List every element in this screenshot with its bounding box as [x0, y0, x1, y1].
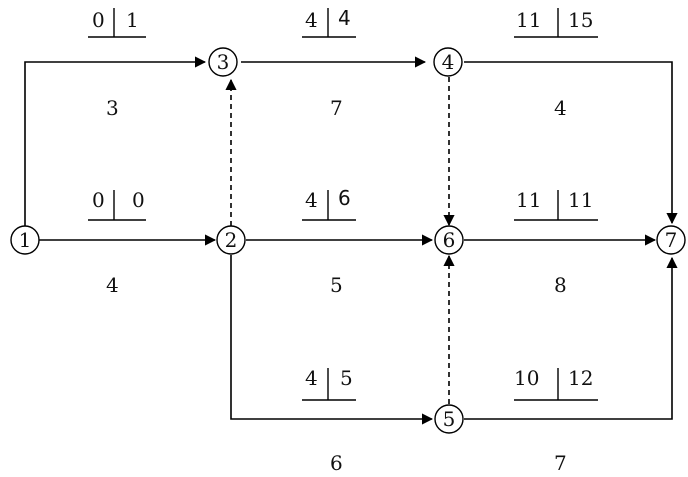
node-7-label: 7: [665, 228, 678, 252]
node-3: 3: [208, 47, 238, 77]
time-1-2-early: 0: [92, 188, 105, 212]
duration-1-3: 3: [106, 96, 119, 120]
time-2-5-late: 5: [340, 366, 353, 390]
time-1-2-late: 0: [132, 188, 145, 212]
time-5-7-late: 12: [568, 366, 593, 390]
node-5: 5: [434, 404, 464, 434]
time-2-6-early: 4: [305, 188, 318, 212]
duration-1-2: 4: [106, 273, 119, 297]
durations: 3 7 4 4 5 8 6 7: [106, 96, 567, 475]
node-1: 1: [10, 225, 40, 255]
time-2-5-early: 4: [305, 366, 318, 390]
edge-1-3: [24, 56, 207, 226]
node-6: 6: [434, 225, 464, 255]
time-1-3-early: 0: [92, 8, 105, 32]
time-2-6-late: 6: [338, 186, 351, 210]
nodes: 1 2 3 4 5 6 7: [10, 47, 686, 434]
time-1-3-late: 1: [126, 8, 139, 32]
node-3-label: 3: [217, 50, 230, 74]
edge-4-7: [464, 61, 678, 225]
node-5-label: 5: [443, 407, 456, 431]
edges: [24, 56, 678, 425]
node-4: 4: [433, 47, 463, 77]
node-2-label: 2: [225, 228, 238, 252]
duration-5-7: 7: [554, 451, 567, 475]
time-3-4-early: 4: [305, 8, 318, 32]
node-2: 2: [216, 225, 246, 255]
node-1-label: 1: [19, 228, 32, 252]
time-brackets: 0 1 4 4 11 15 0 0 4 6 11 11 4 5: [88, 6, 598, 401]
time-6-7-early: 11: [516, 188, 541, 212]
time-4-7-early: 11: [516, 8, 541, 32]
time-3-4-late: 4: [338, 6, 351, 30]
duration-4-7: 4: [554, 96, 567, 120]
edge-2-5: [230, 255, 434, 425]
duration-2-5: 6: [330, 451, 343, 475]
time-5-7-early: 10: [514, 366, 539, 390]
node-6-label: 6: [443, 228, 456, 252]
edge-5-7: [464, 256, 678, 420]
duration-6-7: 8: [554, 273, 567, 297]
node-4-label: 4: [442, 50, 455, 74]
node-7: 7: [656, 225, 686, 255]
duration-3-4: 7: [330, 96, 343, 120]
duration-2-6: 5: [330, 273, 343, 297]
time-4-7-late: 15: [568, 8, 593, 32]
time-6-7-late: 11: [568, 188, 593, 212]
